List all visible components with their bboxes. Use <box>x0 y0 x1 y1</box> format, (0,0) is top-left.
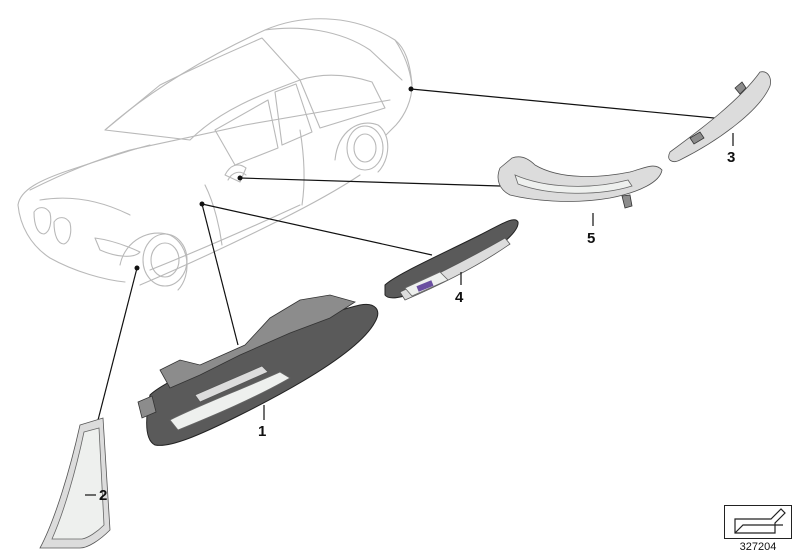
part-1-door-sill-light <box>137 294 379 446</box>
car-outline <box>17 18 413 291</box>
leader-part2 <box>96 267 138 425</box>
callout-part-3: 3 <box>727 149 735 166</box>
leader-part4 <box>201 203 433 256</box>
part-2-pillar-trim <box>39 417 111 549</box>
part-3-rear-strip <box>668 71 771 162</box>
callout-part-5: 5 <box>587 230 595 247</box>
leader-part1 <box>201 203 239 346</box>
leader-dot-part5 <box>237 175 243 181</box>
callout-part-4: 4 <box>455 289 464 306</box>
part-4-sill-light <box>384 219 519 301</box>
reference-box <box>724 505 792 539</box>
callout-part-2: 2 <box>99 487 107 504</box>
leader-dot-part2 <box>134 265 140 271</box>
leader-part3 <box>410 88 736 121</box>
part-5-curved-lamp <box>497 156 663 209</box>
callout-part-1: 1 <box>258 423 266 440</box>
reference-number: 327204 <box>739 541 777 553</box>
leader-lines <box>96 86 736 425</box>
leader-dot-part4-part1 <box>199 201 205 207</box>
corner-arrow-icon <box>734 508 786 534</box>
leader-part5 <box>239 177 501 187</box>
leader-dot-part3 <box>408 86 414 92</box>
